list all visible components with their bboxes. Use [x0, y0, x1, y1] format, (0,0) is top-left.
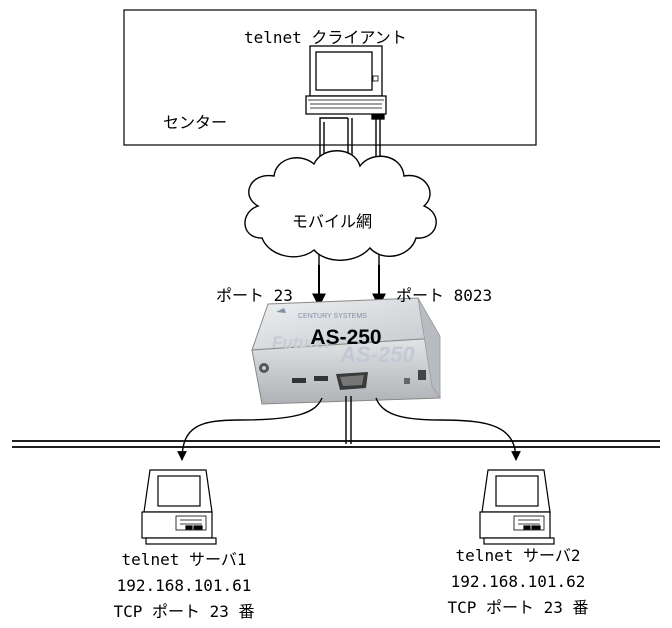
port-23-label: ポート 23 [216, 286, 293, 305]
svg-text:AS-250: AS-250 [339, 342, 415, 367]
as250-device-image: CENTURY SYSTEMS Futurel AS-250 [251, 297, 441, 405]
server-2-name: telnet サーバ2 [455, 546, 581, 565]
device-name: AS-250 [310, 326, 382, 349]
client-label: telnet クライアント [244, 28, 407, 47]
server-1-name: telnet サーバ1 [121, 550, 247, 569]
svg-text:Futurel: Futurel [272, 333, 331, 352]
center-label: センター [163, 113, 228, 132]
laptop-icon [305, 45, 387, 120]
svg-text:CENTURY SYSTEMS: CENTURY SYSTEMS [298, 313, 367, 320]
link-server-1 [177, 397, 323, 461]
server-1-port: TCP ポート 23 番 [113, 602, 255, 621]
server-1-ip: 192.168.101.61 [116, 576, 252, 595]
lan-drop [345, 396, 352, 444]
server-2-port: TCP ポート 23 番 [447, 598, 589, 617]
server-2-ip: 192.168.101.62 [450, 572, 586, 591]
server-1-icon [141, 469, 217, 545]
lan-backbone [12, 440, 660, 448]
port-8023-label: ポート 8023 [396, 286, 493, 305]
cloud-label: モバイル網 [292, 212, 373, 231]
cloud-shape [244, 150, 437, 261]
link-server-2 [375, 397, 521, 461]
server-2-icon [479, 469, 555, 545]
